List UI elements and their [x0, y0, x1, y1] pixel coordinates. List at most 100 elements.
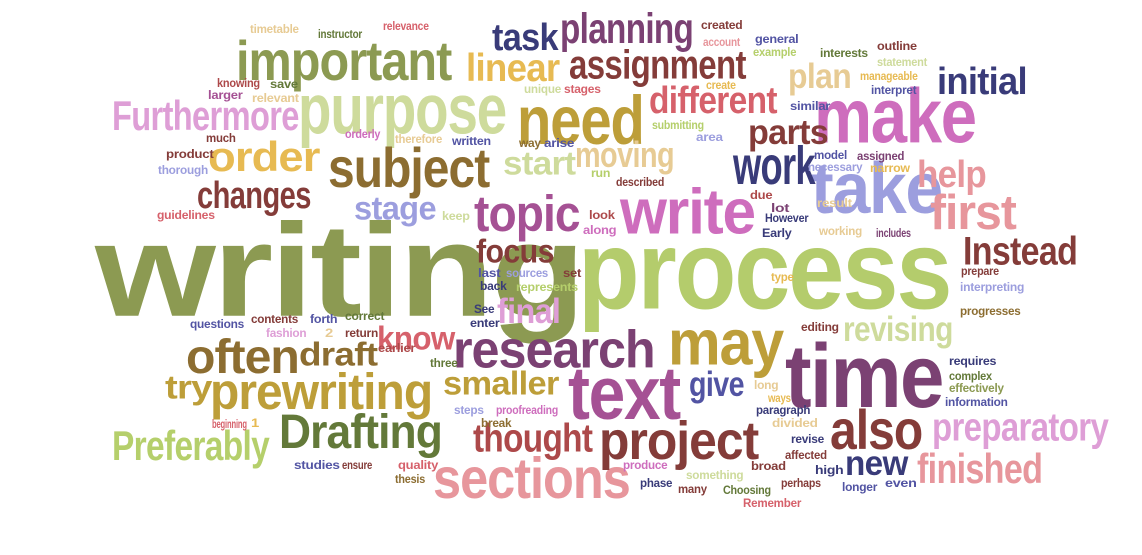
word-interpreting: interpreting: [960, 280, 1025, 294]
word-stages: stages: [564, 82, 601, 96]
word-sources: sources: [506, 266, 549, 280]
word-outline: outline: [877, 39, 917, 53]
word-perhaps: perhaps: [781, 476, 821, 490]
word-prewriting: prewriting: [210, 364, 433, 421]
word-narrow: narrow: [870, 161, 910, 175]
word-run: run: [591, 166, 611, 180]
word-questions: questions: [190, 317, 245, 331]
word-first: first: [930, 185, 1017, 241]
word-high: high: [815, 463, 844, 477]
word-divided: divided: [772, 416, 818, 430]
word-account: account: [703, 35, 741, 49]
word-new: new: [845, 444, 908, 484]
word-area: area: [696, 130, 723, 144]
word-process: process: [578, 207, 952, 333]
word-written: written: [452, 134, 491, 148]
word-interpret: interpret: [871, 83, 917, 97]
word-see: See: [474, 302, 495, 316]
word-stage: stage: [354, 189, 437, 227]
word-statement: statement: [877, 55, 928, 69]
word-correct: correct: [345, 309, 385, 323]
word-complex: complex: [949, 369, 992, 383]
word-therefore: therefore: [395, 132, 443, 146]
word-final: final: [497, 292, 561, 332]
word-preferably: Preferably: [112, 422, 270, 470]
word-often: often: [186, 330, 300, 385]
word-instructor: instructor: [318, 27, 363, 41]
word-studies: studies: [294, 458, 340, 472]
word-initial: initial: [937, 61, 1028, 103]
word-need: need: [517, 83, 645, 160]
word-focus: focus: [476, 232, 554, 270]
word-important: important: [236, 30, 452, 93]
word-order: order: [208, 133, 320, 181]
word-2: 2: [325, 326, 333, 340]
word-paragraph: paragraph: [756, 403, 811, 417]
word-time: time: [785, 325, 944, 427]
word-forth: forth: [310, 312, 338, 326]
word-instead: Instead: [963, 228, 1078, 273]
word-effectively: effectively: [949, 381, 1004, 395]
word-text: text: [568, 351, 681, 436]
word-created: created: [701, 18, 743, 32]
word-lot: lot: [771, 201, 790, 215]
word-much: much: [206, 131, 236, 145]
word-moving: moving: [575, 135, 675, 176]
word-subject: subject: [328, 137, 490, 200]
word-broad: broad: [751, 459, 786, 473]
word-editing: editing: [801, 320, 839, 334]
word-draft: draft: [299, 335, 378, 373]
word-long: long: [754, 378, 779, 392]
word-steps: steps: [454, 403, 484, 417]
word-thorough: thorough: [158, 163, 208, 177]
word-create: create: [706, 78, 736, 92]
word-project: project: [599, 410, 759, 471]
word-know: know: [377, 319, 455, 357]
word-however: However: [765, 211, 809, 225]
word-example: example: [753, 45, 797, 59]
word-take: take: [811, 147, 943, 229]
word-described: described: [616, 175, 665, 189]
word-working: working: [819, 224, 863, 238]
word-early: Early: [762, 226, 792, 240]
word-thesis: thesis: [395, 472, 426, 486]
word-remember: Remember: [743, 496, 802, 510]
word-changes: changes: [197, 175, 311, 217]
word-research: research: [453, 320, 656, 380]
word-way: way: [519, 136, 541, 150]
word-unique: unique: [524, 82, 562, 96]
word-make: make: [814, 73, 977, 160]
word-result: result: [817, 196, 852, 210]
word-enter: enter: [470, 316, 500, 330]
word-smaller: smaller: [443, 364, 559, 402]
word-look: look: [589, 208, 615, 222]
word-thought: thought: [473, 415, 593, 460]
word-requires: requires: [949, 354, 997, 368]
word-topic: topic: [474, 186, 581, 243]
word-affected: affected: [785, 448, 827, 462]
word-many: many: [678, 482, 707, 496]
word-choosing: Choosing: [723, 483, 771, 497]
word-drafting: Drafting: [279, 405, 443, 460]
word-produce: produce: [623, 458, 668, 472]
word-due: due: [750, 188, 773, 202]
word-prepare: prepare: [961, 264, 999, 278]
word-earlier: earlier: [378, 341, 416, 355]
word-includes: includes: [876, 226, 911, 240]
word-help: help: [917, 154, 987, 196]
word-planning: planning: [560, 4, 694, 53]
word-last: last: [478, 266, 501, 280]
word-phase: phase: [640, 476, 673, 490]
word-ensure: ensure: [342, 458, 373, 472]
word-set: set: [563, 266, 582, 280]
word-relevance: relevance: [383, 19, 429, 33]
word-plan: plan: [788, 57, 852, 97]
word-parts: parts: [748, 113, 829, 153]
word-arise: arise: [544, 136, 575, 150]
word-similar: similar: [790, 99, 831, 113]
word-back: back: [480, 279, 507, 293]
word-keep: keep: [442, 209, 470, 223]
word-product: product: [166, 147, 214, 161]
word-ways: ways: [768, 391, 791, 405]
